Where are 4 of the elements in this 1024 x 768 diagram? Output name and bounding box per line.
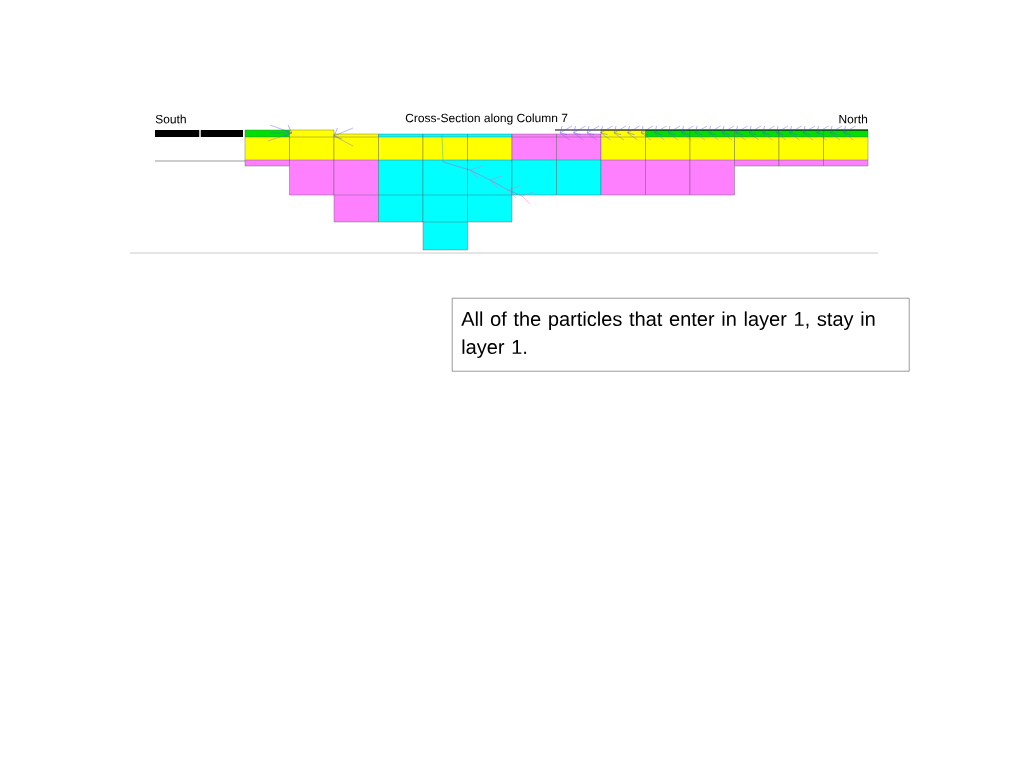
label-text: North (839, 114, 868, 124)
label-text: Cross-Section along Column 7 (405, 113, 568, 125)
text-box: All of the particles that enter in layer 1, stay in layer 1. (452, 298, 910, 372)
label-text: South (155, 114, 186, 124)
